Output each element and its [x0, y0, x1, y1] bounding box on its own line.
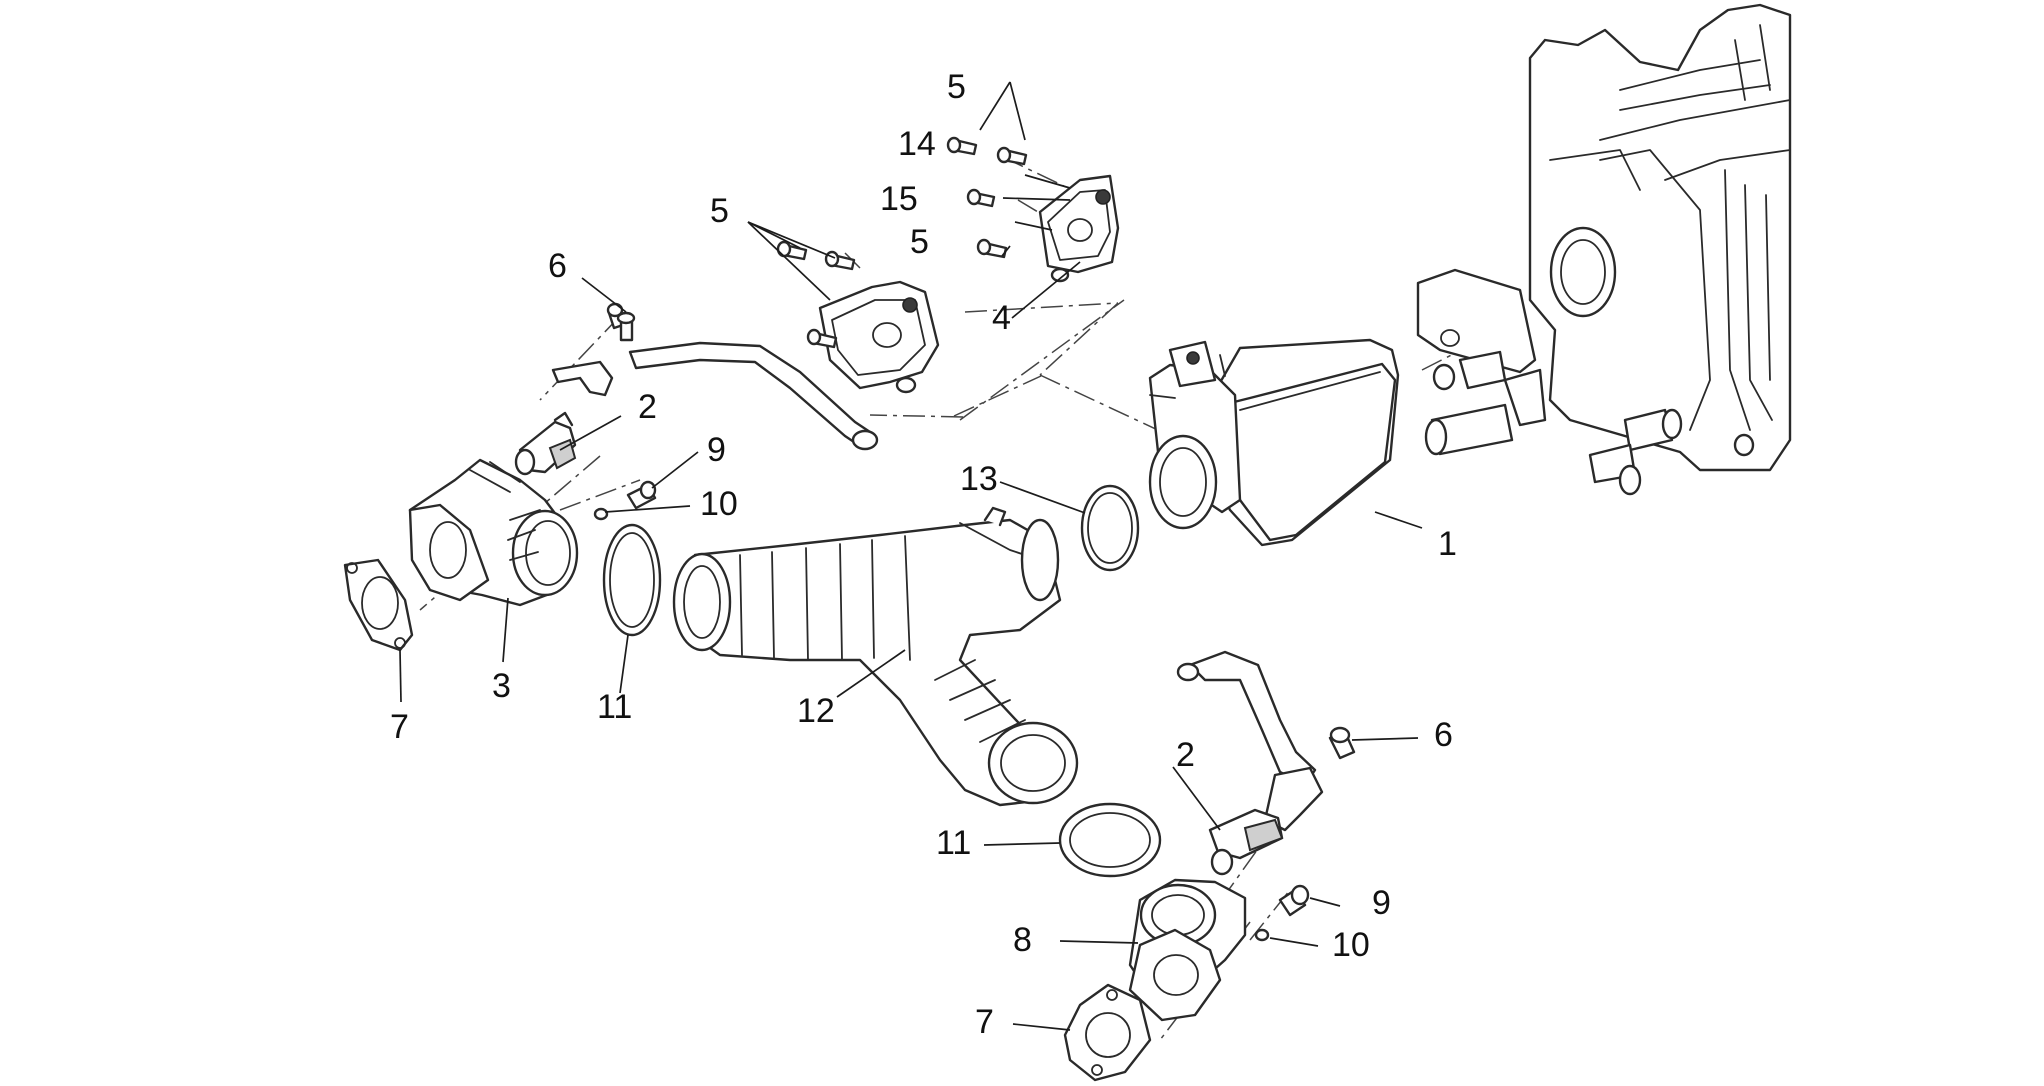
callout-6-upper: 6 — [548, 247, 567, 285]
sensor-screw-right — [1254, 884, 1310, 942]
cover-left — [818, 280, 940, 394]
clamp-ring-top — [1080, 484, 1140, 572]
callout-2-upper: 2 — [638, 388, 657, 426]
gasket-right — [1063, 983, 1152, 1082]
callout-9-lower: 9 — [1372, 884, 1391, 922]
callout-7-left: 7 — [390, 708, 409, 746]
callout-3: 3 — [492, 667, 511, 705]
airbox-housing — [1416, 3, 1792, 496]
callout-6-lower: 6 — [1434, 716, 1453, 754]
leader-lines — [399, 81, 1423, 1031]
callout-5-top: 5 — [947, 68, 966, 106]
gasket-left — [343, 558, 414, 652]
injector-upper — [514, 411, 577, 476]
clamp-ring-bottom — [1058, 802, 1162, 878]
callout-12: 12 — [797, 692, 835, 730]
breather-pipe-left — [551, 341, 879, 451]
callout-15: 15 — [880, 180, 918, 218]
callout-5-right: 5 — [910, 223, 929, 261]
sensor-screw-left — [593, 480, 657, 521]
screws-top — [606, 136, 1028, 349]
callout-10-upper: 10 — [700, 485, 738, 523]
callout-4: 4 — [992, 299, 1011, 337]
bolt-lower-right — [1328, 726, 1356, 760]
injector-lower — [1208, 808, 1284, 876]
clamp-ring-left — [602, 523, 662, 637]
callout-11-upper: 11 — [597, 688, 632, 726]
callout-9-upper: 9 — [707, 431, 726, 469]
callout-5-left: 5 — [710, 192, 729, 230]
y-duct — [672, 506, 1079, 807]
callout-10-lower: 10 — [1332, 926, 1370, 964]
intake-manifold-left — [408, 458, 579, 607]
callout-2-lower: 2 — [1176, 736, 1195, 774]
callout-7-right: 7 — [975, 1003, 994, 1041]
callout-11-lower: 11 — [936, 824, 971, 862]
intake-manifold-right — [1128, 878, 1247, 1022]
callout-13: 13 — [960, 460, 998, 498]
throttle-body — [1148, 338, 1400, 547]
callout-8: 8 — [1013, 921, 1032, 959]
callout-1: 1 — [1438, 525, 1457, 563]
cover-right — [1038, 174, 1120, 283]
callout-14: 14 — [898, 125, 936, 163]
bolt-upper-left — [616, 311, 636, 342]
callouts: 1 2 2 3 4 5 5 5 6 6 7 7 8 9 9 10 10 11 1… — [390, 68, 1457, 1041]
